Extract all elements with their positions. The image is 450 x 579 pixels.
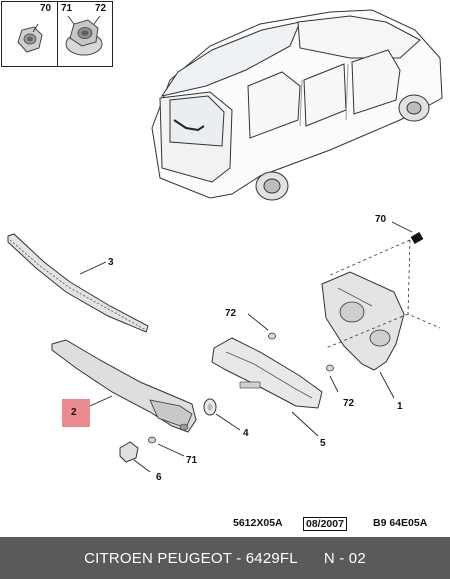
callout-3: 3 — [108, 257, 114, 268]
bottom-caption-bar: CITROEN PEUGEOT - 6429FL N - 02 — [0, 537, 450, 579]
fastener-inset: 70 71 72 — [1, 1, 113, 67]
mounting-bracket — [211, 332, 334, 409]
callout-1: 1 — [397, 401, 403, 412]
callout-2: 2 — [71, 407, 77, 418]
highlighted-part-2: 2 — [62, 399, 90, 427]
flange-nut-icon — [65, 15, 103, 56]
wiper-arm — [51, 339, 197, 433]
callout-72-top: 72 — [225, 308, 237, 319]
caption-page: N - 02 — [323, 549, 366, 567]
inset-label-71: 71 — [61, 3, 73, 14]
wiper-motor — [321, 232, 424, 371]
reference-code-secondary: B9 64E05A — [373, 517, 428, 529]
callout-71: 71 — [186, 455, 198, 466]
callout-4: 4 — [243, 428, 249, 439]
reference-code: 5612X05A — [233, 517, 283, 529]
parts-drawing — [7, 9, 443, 473]
callout-6: 6 — [156, 472, 162, 483]
callout-5: 5 — [320, 438, 326, 449]
inset-cell-70: 70 — [2, 2, 58, 66]
vehicle-outline — [151, 9, 443, 201]
callout-72-bottom: 72 — [343, 398, 355, 409]
wiper-blade — [7, 233, 149, 333]
small-parts — [119, 398, 217, 463]
reference-date: 08/2007 — [303, 517, 347, 531]
callout-70: 70 — [375, 214, 387, 225]
leader-lines — [79, 221, 413, 473]
caption-title: CITROEN PEUGEOT - 6429FL — [84, 549, 298, 567]
inset-label-70: 70 — [40, 3, 52, 14]
inset-label-72: 72 — [95, 3, 107, 14]
inset-cell-71-72: 71 72 — [58, 2, 111, 66]
nut-small-icon — [17, 23, 43, 53]
dashed-guides — [325, 239, 441, 349]
